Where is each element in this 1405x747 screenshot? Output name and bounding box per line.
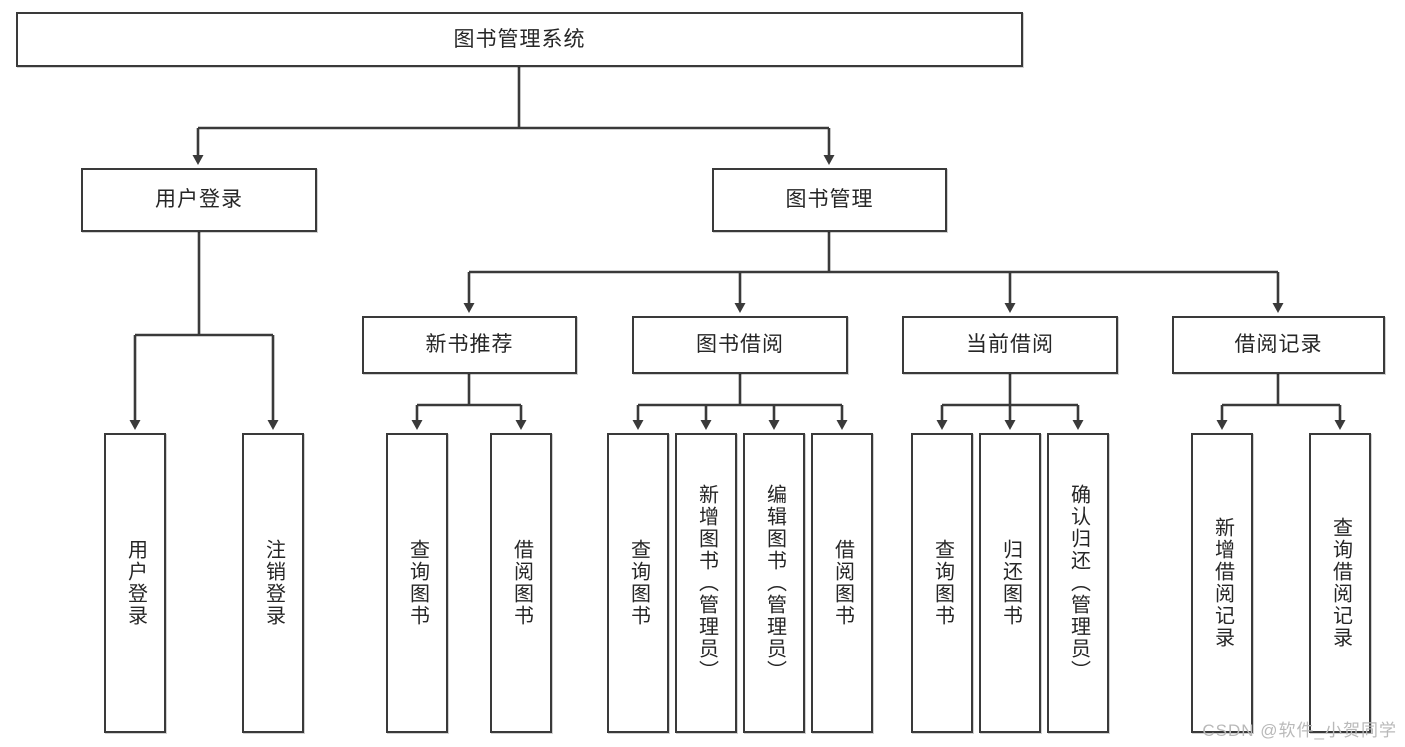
leaf-query-book-2-label: 查询图书 [627,539,650,627]
leaf-add-record-label: 新增借阅记录 [1211,517,1234,649]
leaf-return-book-label: 归还图书 [999,539,1022,627]
node-new-book-recommend[interactable]: 新书推荐 [362,316,577,374]
node-book-manage-label: 图书管理 [785,188,874,212]
node-borrow-record-label: 借阅记录 [1234,333,1323,357]
node-book-borrow[interactable]: 图书借阅 [632,316,848,374]
node-new-book-recommend-label: 新书推荐 [425,333,514,357]
leaf-user-login-label: 用户登录 [124,539,147,627]
leaf-confirm-return[interactable]: 确认归还（管理员） [1047,433,1109,733]
leaf-add-record[interactable]: 新增借阅记录 [1191,433,1253,733]
leaf-add-book[interactable]: 新增图书（管理员） [675,433,737,733]
node-current-borrow-label: 当前借阅 [966,333,1054,357]
leaf-query-book-1[interactable]: 查询图书 [386,433,448,733]
node-book-manage[interactable]: 图书管理 [712,168,947,232]
node-user-login[interactable]: 用户登录 [81,168,317,232]
leaf-query-book-3-label: 查询图书 [931,539,954,627]
leaf-borrow-book-2-label: 借阅图书 [831,539,854,627]
leaf-query-book-2[interactable]: 查询图书 [607,433,669,733]
node-root[interactable]: 图书管理系统 [16,12,1023,67]
leaf-borrow-book-1[interactable]: 借阅图书 [490,433,552,733]
node-borrow-record[interactable]: 借阅记录 [1172,316,1385,374]
node-current-borrow[interactable]: 当前借阅 [902,316,1118,374]
leaf-query-book-1-label: 查询图书 [406,539,429,627]
leaf-return-book[interactable]: 归还图书 [979,433,1041,733]
leaf-borrow-book-2[interactable]: 借阅图书 [811,433,873,733]
node-book-borrow-label: 图书借阅 [696,333,784,357]
leaf-borrow-book-1-label: 借阅图书 [510,539,533,627]
csdn-watermark: CSDN @软件_小贺同学 [1202,721,1397,740]
leaf-edit-book-label: 编辑图书（管理员） [763,484,786,682]
leaf-add-book-label: 新增图书（管理员） [695,484,718,682]
leaf-query-book-3[interactable]: 查询图书 [911,433,973,733]
leaf-user-login[interactable]: 用户登录 [104,433,166,733]
leaf-query-record-label: 查询借阅记录 [1329,517,1352,649]
leaf-edit-book[interactable]: 编辑图书（管理员） [743,433,805,733]
leaf-user-logout[interactable]: 注销登录 [242,433,304,733]
leaf-confirm-return-label: 确认归还（管理员） [1067,484,1090,682]
leaf-query-record[interactable]: 查询借阅记录 [1309,433,1371,733]
leaf-user-logout-label: 注销登录 [262,539,285,627]
node-root-label: 图书管理系统 [453,27,586,51]
node-user-login-label: 用户登录 [155,188,243,212]
